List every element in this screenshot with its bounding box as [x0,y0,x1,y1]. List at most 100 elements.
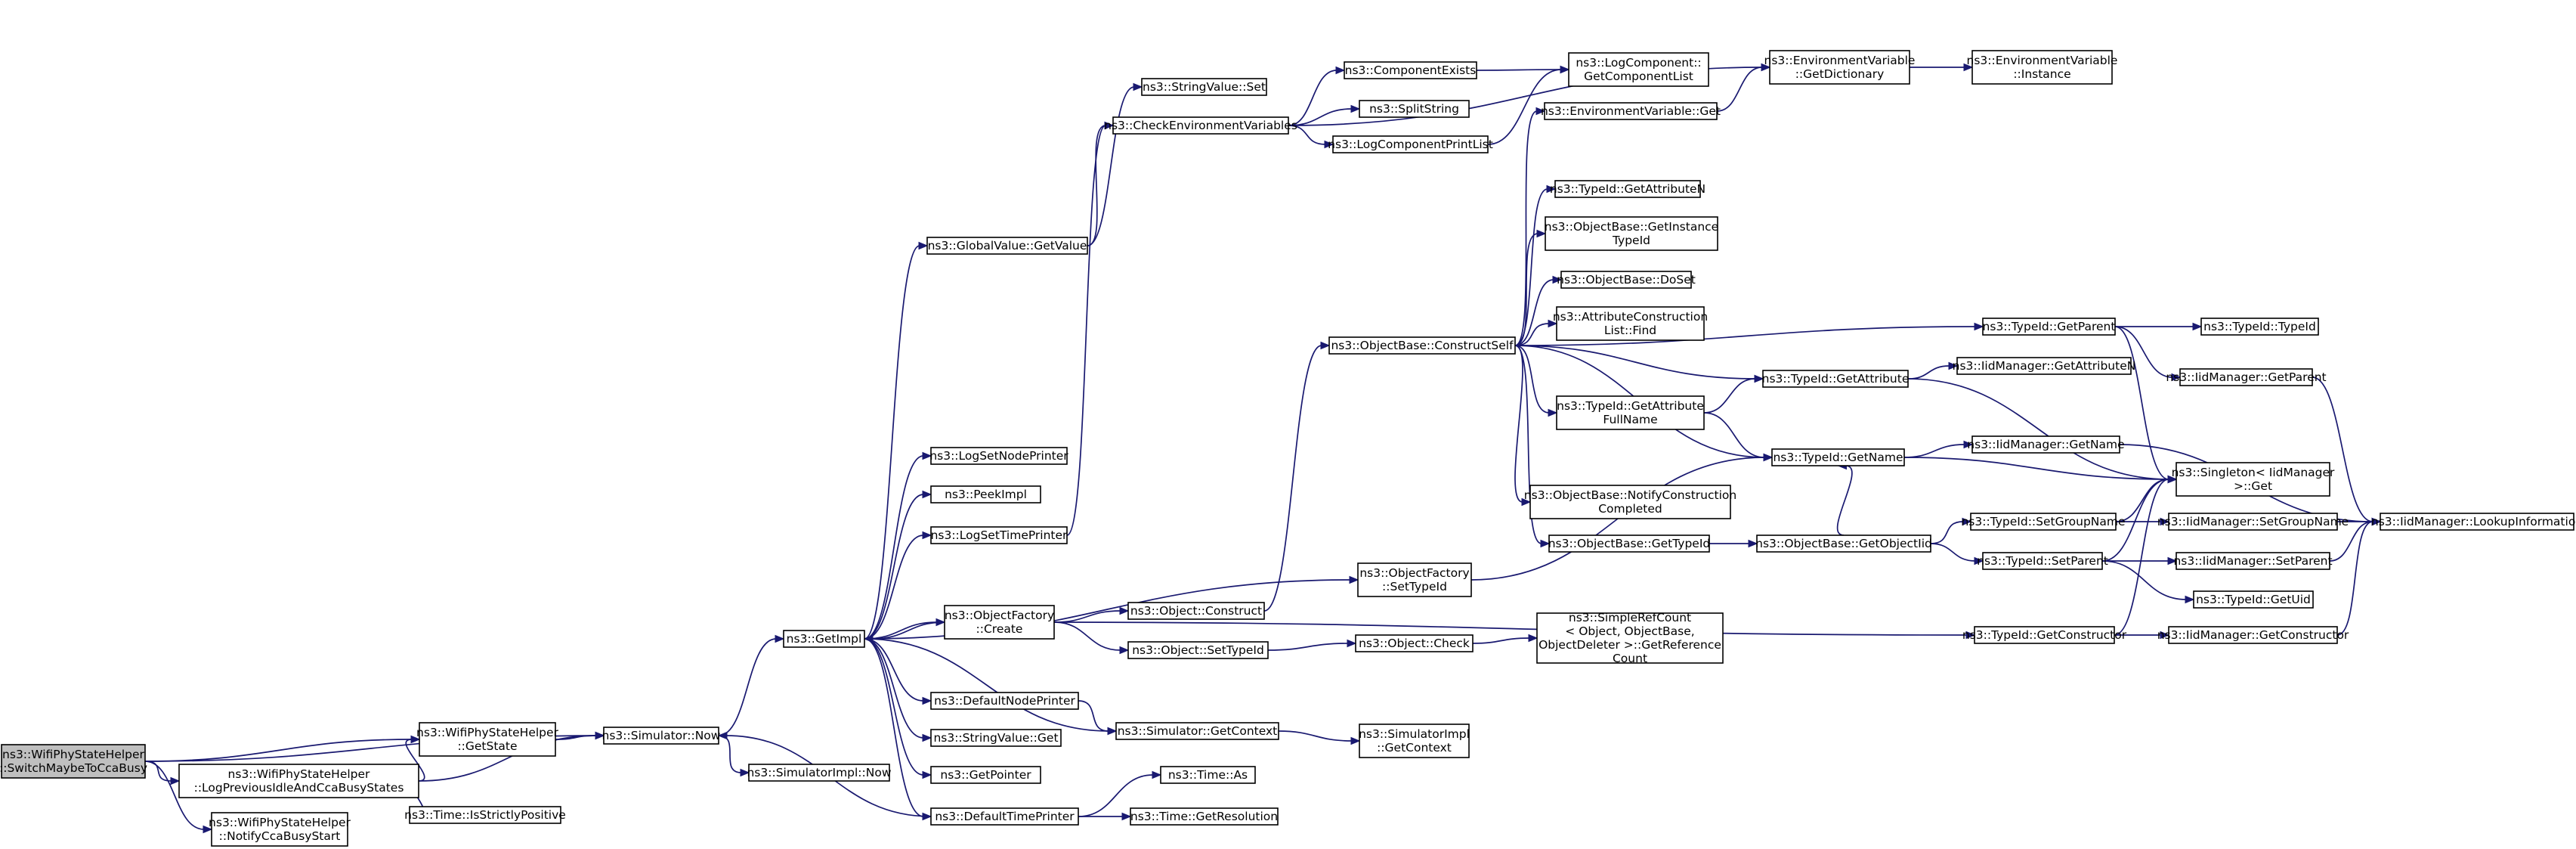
graph-node-singletonGet[interactable]: ns3::Singleton< IidManager >::Get [2172,462,2335,497]
graph-node-label: ns3::ObjectBase::GetInstance [1545,220,1718,234]
graph-node-logSetTime[interactable]: ns3::LogSetTimePrinter [930,526,1068,544]
graph-node-obGetObjectIid[interactable]: ns3::ObjectBase::GetObjectIid [1755,534,1932,553]
graph-node-box [1529,485,1731,519]
graph-node-objConstruct[interactable]: ns3::Object::Construct [1127,602,1265,620]
graph-node-obDoSet[interactable]: ns3::ObjectBase::DoSet [1557,271,1696,289]
graph-node-tidSetParent[interactable]: ns3::TypeId::SetParent [1977,552,2108,570]
graph-node-getState[interactable]: ns3::WifiPhyStateHelper::GetState [416,722,559,757]
graph-node-label: ::LogPreviousIdleAndCcaBusyStates [194,781,404,795]
graph-node-label: ns3::ObjectBase::NotifyConstruction [1524,488,1736,502]
graph-node-splitString[interactable]: ns3::SplitString [1359,100,1470,118]
call-edge-line [1078,700,1109,732]
graph-node-label: ns3::AttributeConstruction [1553,310,1708,324]
graph-node-iidGetAttrN[interactable]: ns3::IidManager::GetAttributeN [1953,357,2136,375]
call-edge-line [1514,233,1538,346]
graph-node-tidGetConstructor[interactable]: ns3::TypeId::GetConstructor [1962,626,2127,644]
graph-node-tidTypeId[interactable]: ns3::TypeId::TypeId [2200,318,2319,336]
graph-node-tidGetUid[interactable]: ns3::TypeId::GetUid [2193,590,2314,609]
graph-node-logCompGetList[interactable]: ns3::LogComponent::GetComponentList [1568,52,1709,87]
call-edge-checkEnv-to-compExists [1288,66,1346,126]
graph-node-isStrictPos[interactable]: ns3::Time::IsStrictlyPositive [404,806,566,824]
call-edge-obConstructSelf-to-obDoSet [1514,275,1563,346]
graph-node-ofSetTypeId[interactable]: ns3::ObjectFactory::SetTypeId [1357,562,1472,597]
graph-node-logSetNode[interactable]: ns3::LogSetNodePrinter [929,447,1068,465]
graph-node-label: ::SwitchMaybeToCcaBusy [0,761,147,775]
graph-node-label: ::Create [976,622,1023,636]
graph-node-timeGetRes[interactable]: ns3::Time::GetResolution [1130,807,1279,826]
graph-node-iidSetGroupName[interactable]: ns3::IidManager::SetGroupName [2157,513,2349,531]
graph-node-box [211,812,348,847]
graph-node-getImpl[interactable]: ns3::GetImpl [783,630,865,648]
graph-node-tidGetAttr[interactable]: ns3::TypeId::GetAttribute [1762,370,1910,388]
call-edge-arrowhead [170,776,181,785]
graph-node-iidGetName[interactable]: ns3::IidManager::GetName [1967,435,2125,454]
graph-node-notifyCca[interactable]: ns3::WifiPhyStateHelper::NotifyCcaBusySt… [209,812,351,847]
graph-node-simNow[interactable]: ns3::Simulator::Now [602,727,721,745]
graph-node-logPrev[interactable]: ns3::WifiPhyStateHelper::LogPreviousIdle… [178,764,419,798]
graph-node-label: ns3::ObjectFactory [1359,566,1469,580]
graph-node-checkEnv[interactable]: ns3::CheckEnvironmentVariables [1104,116,1297,135]
graph-node-label: ns3::TypeId::SetGroupName [1961,515,2125,528]
graph-node-simImplNow[interactable]: ns3::SimulatorImpl::Now [747,764,892,782]
call-edge-arrowhead [1320,341,1331,350]
call-edge-logCompPrintList-to-logCompGetList [1487,65,1570,145]
graph-node-box [1544,102,1718,120]
graph-node-timeAs[interactable]: ns3::Time::As [1160,766,1256,784]
call-edge-line [2329,521,2373,562]
graph-node-defTimePrinter[interactable]: ns3::DefaultTimePrinter [930,807,1079,826]
graph-node-envGet[interactable]: ns3::EnvironmentVariable::Get [1541,102,1721,120]
call-edge-arrowhead [1948,361,1959,370]
graph-node-label: ns3::SimulatorImpl::Now [747,766,891,779]
graph-node-obNotifyConstr[interactable]: ns3::ObjectBase::NotifyConstructionCompl… [1524,485,1736,519]
graph-node-label: ns3::IidManager::LookupInformation [2371,515,2576,528]
call-edge-line [1930,521,1964,544]
call-edge-line [1514,345,1550,414]
graph-node-simpleRefCount[interactable]: ns3::SimpleRefCount< Object, ObjectBase,… [1536,611,1724,665]
graph-node-obGetTypeId[interactable]: ns3::ObjectBase::GetTypeId [1548,534,1711,553]
call-edge-gvGetValue-to-svSet [1087,82,1143,246]
graph-node-label: ns3::SplitString [1369,102,1459,116]
graph-node-compExists[interactable]: ns3::ComponentExists [1344,61,1477,79]
graph-node-iidGetParent[interactable]: ns3::IidManager::GetParent [2166,368,2327,386]
graph-node-gvGetValue[interactable]: ns3::GlobalValue::GetValue [926,237,1088,255]
call-edge-arrowhead [863,634,874,643]
graph-node-root[interactable]: ns3::WifiPhyStateHelper::SwitchMaybeToCc… [0,744,147,779]
graph-node-tidGetName[interactable]: ns3::TypeId::GetName [1771,448,1905,466]
graph-node-envGetDict[interactable]: ns3::EnvironmentVariable::GetDictionary [1764,50,1916,85]
graph-node-logCompPrintList[interactable]: ns3::LogComponentPrintList [1328,135,1493,153]
graph-node-getPointer[interactable]: ns3::GetPointer [930,766,1041,784]
graph-node-simGetContext[interactable]: ns3::Simulator::GetContext [1115,722,1279,740]
graph-node-objSetTypeId[interactable]: ns3::Object::SetTypeId [1127,641,1269,659]
graph-node-peekImpl[interactable]: ns3::PeekImpl [930,485,1041,504]
graph-node-tidGetParent[interactable]: ns3::TypeId::GetParent [1982,318,2116,336]
graph-node-tidSetGroupName[interactable]: ns3::TypeId::SetGroupName [1961,513,2126,531]
graph-node-box [2200,318,2319,336]
call-edge-logPrev-to-getState [405,735,425,782]
call-edge-line [864,638,924,739]
graph-node-box [1112,116,1289,135]
graph-node-svGet[interactable]: ns3::StringValue::Get [930,729,1062,747]
graph-node-box [1762,370,1909,388]
graph-node-iidSetParent[interactable]: ns3::IidManager::SetParent [2173,552,2333,570]
graph-node-label: List::Find [1604,324,1656,337]
graph-node-box [2380,513,2574,531]
graph-node-iidLookup[interactable]: ns3::IidManager::LookupInformation [2371,513,2576,531]
graph-node-objCheck[interactable]: ns3::Object::Check [1355,634,1474,652]
graph-node-simImplGetContext[interactable]: ns3::SimulatorImpl::GetContext [1359,724,1470,758]
graph-node-box [603,727,719,745]
call-edge-arrowhead [918,241,929,250]
graph-node-obConstructSelf[interactable]: ns3::ObjectBase::ConstructSelf [1328,336,1516,355]
graph-node-box [2168,626,2338,644]
graph-node-svSet[interactable]: ns3::StringValue::Set [1141,78,1267,96]
graph-node-tidGetAttrN[interactable]: ns3::TypeId::GetAttributeN [1550,180,1705,198]
graph-node-envInstance[interactable]: ns3::EnvironmentVariable::Instance [1967,50,2118,85]
call-edge-arrowhead [1107,727,1118,736]
graph-node-box [944,605,1055,640]
graph-node-ofCreate[interactable]: ns3::ObjectFactory::Create [944,605,1055,640]
call-edge-tidGetAttrFull-to-tidGetAttr [1703,374,1764,414]
graph-node-iidGetConstructor[interactable]: ns3::IidManager::GetConstructor [2157,626,2349,644]
graph-node-defNodePrinter[interactable]: ns3::DefaultNodePrinter [930,692,1079,710]
